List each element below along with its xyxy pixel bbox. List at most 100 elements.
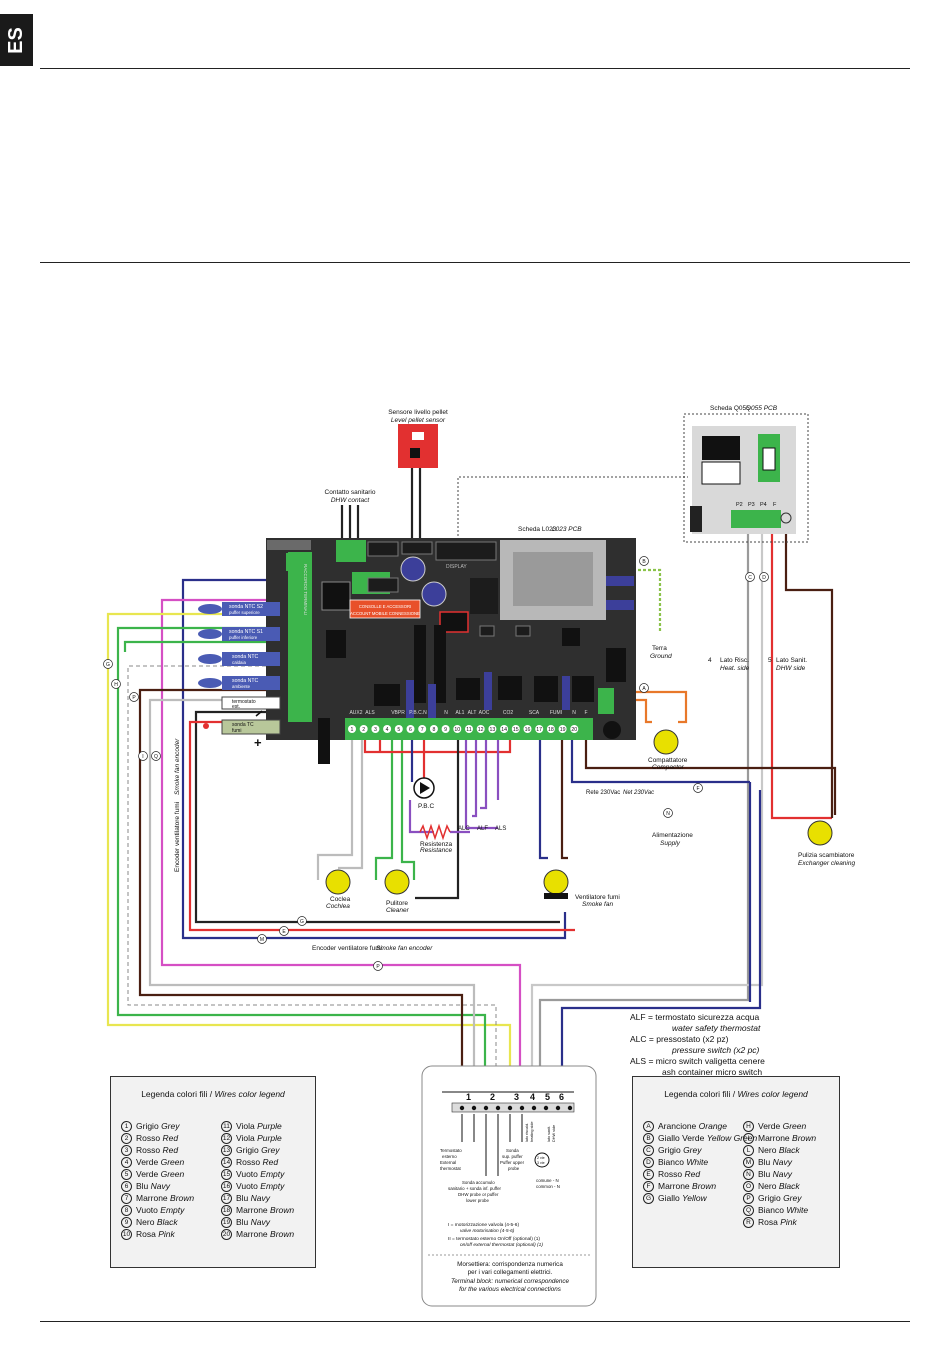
wire-marker-letter: G: [106, 662, 110, 668]
terminal-num-2: 2: [490, 1092, 495, 1102]
note-alf-it: termostato sicurezza acqua: [655, 1012, 760, 1022]
common-1: comune - N: [536, 1178, 559, 1183]
side-dhw-1: lato sanit.: [547, 1126, 551, 1142]
board-terminal-number: 15: [513, 727, 519, 733]
side-dhw-2: DHW side: [552, 1125, 556, 1142]
thermostat-l2: est.: [232, 704, 240, 710]
wire-marker: [297, 916, 307, 926]
legend-color-en: Orange: [698, 1121, 728, 1131]
legend-color-en: Empty: [260, 1169, 285, 1179]
board-terminal-number: 18: [548, 727, 554, 733]
wire-marker-letter: M: [260, 937, 264, 943]
legend-color-it: Blu: [758, 1157, 771, 1167]
legend-color-it: Verde: [136, 1157, 159, 1167]
wire-marker-letter: F: [696, 786, 699, 792]
probe-icons: [198, 602, 281, 735]
legend-color-it: Grigio: [658, 1145, 681, 1155]
legend-color-en: Brown: [692, 1181, 717, 1191]
terminal-num-5: 5: [545, 1092, 550, 1102]
legend-marker: 7: [121, 1193, 132, 1205]
legend-color-en: Yellow: [682, 1193, 707, 1203]
ground-label: Terra: [652, 645, 667, 652]
heat-side-label-en: Heat. side: [720, 665, 750, 672]
board-terminal-number: 16: [525, 727, 531, 733]
terminal-caption-1: Morsettiera: corrispondenza numerica: [457, 1261, 563, 1268]
legend-color-en: Purple: [257, 1133, 282, 1143]
wire-marker: [111, 679, 121, 689]
switch-alc: ALC: [458, 826, 470, 832]
legend-color-en: Empty: [260, 1181, 285, 1191]
buffer-probe-1: Sonda accumulo: [462, 1180, 495, 1185]
board-terminal-number: 19: [560, 727, 566, 733]
legend-left-title: Legenda colori fili / Wires color legend: [111, 1089, 315, 1099]
legend-marker: 8: [121, 1205, 132, 1217]
legend-marker: 19: [221, 1217, 232, 1229]
legend-color-it: Blu: [136, 1181, 149, 1191]
legend-color-it: Giallo Verde: [658, 1133, 705, 1143]
heat-side-num: 4: [708, 657, 712, 664]
legend-color-en: Green: [160, 1157, 185, 1167]
legend-left: Legenda colori fili / Wires color legend…: [110, 1076, 316, 1268]
legend-item: 7 Marrone Brown: [121, 1193, 195, 1205]
legend-color-it: Grigio: [136, 1121, 159, 1131]
valve-2: 3 vie: [537, 1161, 545, 1165]
upper-probe-2: sup. puffer: [502, 1154, 523, 1159]
board-pin-label: P.B.C.N: [409, 710, 427, 716]
legend-color-it: Marrone: [758, 1133, 790, 1143]
legend-color-en: White: [786, 1205, 809, 1215]
legend-color-it: Viola: [236, 1133, 255, 1143]
legend-marker: 6: [121, 1181, 132, 1193]
board-terminal-marker: [406, 725, 415, 733]
q055-board: [683, 413, 809, 543]
board-terminal-number: 13: [490, 727, 496, 733]
board-terminal-number: 11: [466, 727, 471, 733]
note-als-it: micro switch valigetta cenere: [655, 1056, 765, 1066]
note-als-code: ALS: [630, 1056, 647, 1066]
footnote-2-en: on/off external thermostat (optional) (1…: [460, 1242, 543, 1248]
board-pin-label: CO2: [503, 710, 514, 716]
probe-2-l2: puffer inferiore: [229, 635, 258, 640]
probe-4-l2: ambiente: [232, 684, 251, 689]
legend-color-it: Bianco: [758, 1205, 784, 1215]
legend-color-it: Marrone: [136, 1193, 168, 1203]
board-terminal-marker: [359, 725, 368, 733]
thermostat-l1: termostato: [232, 699, 256, 705]
buffer-probe-2: sanitario + sonda inf. puffer: [448, 1186, 502, 1191]
legend-marker: 11: [221, 1121, 232, 1133]
legend-color-en: White: [686, 1157, 709, 1167]
buffer-probe-4: lower probe: [466, 1198, 489, 1203]
legend-color-it: Blu: [758, 1169, 771, 1179]
legend-color-en: Navy: [250, 1193, 271, 1203]
resistor-label: Resistenza: [420, 841, 453, 848]
legend-color-en: Brown: [170, 1193, 195, 1203]
note-alc-en: pressure switch (x2 pc): [672, 1045, 760, 1055]
valve-1: 2 vie: [537, 1156, 545, 1160]
dhw-side-num: 5: [768, 657, 772, 664]
legend-marker: 2: [121, 1133, 132, 1145]
board-terminal-number: 14: [501, 727, 507, 733]
display-label: DISPLAY: [446, 564, 467, 570]
legend-color-it: Giallo: [658, 1193, 680, 1203]
legend-marker: E: [643, 1169, 654, 1181]
probe-1-l1: sonda NTC S2: [229, 604, 263, 610]
legend-color-en: Navy: [250, 1217, 271, 1227]
terminal-num-4: 4: [530, 1092, 535, 1102]
rete-label: Rete 230Vac: [586, 790, 620, 796]
board-terminal-marker: [523, 725, 532, 733]
board-terminal-number: 10: [454, 727, 460, 733]
wire-marker-letter: D: [762, 575, 766, 581]
note-alf-en: water safety thermostat: [672, 1023, 761, 1033]
wire-marker: [639, 556, 649, 566]
section-rule: [40, 262, 910, 263]
contact-label: Contatto sanitario: [325, 489, 376, 496]
